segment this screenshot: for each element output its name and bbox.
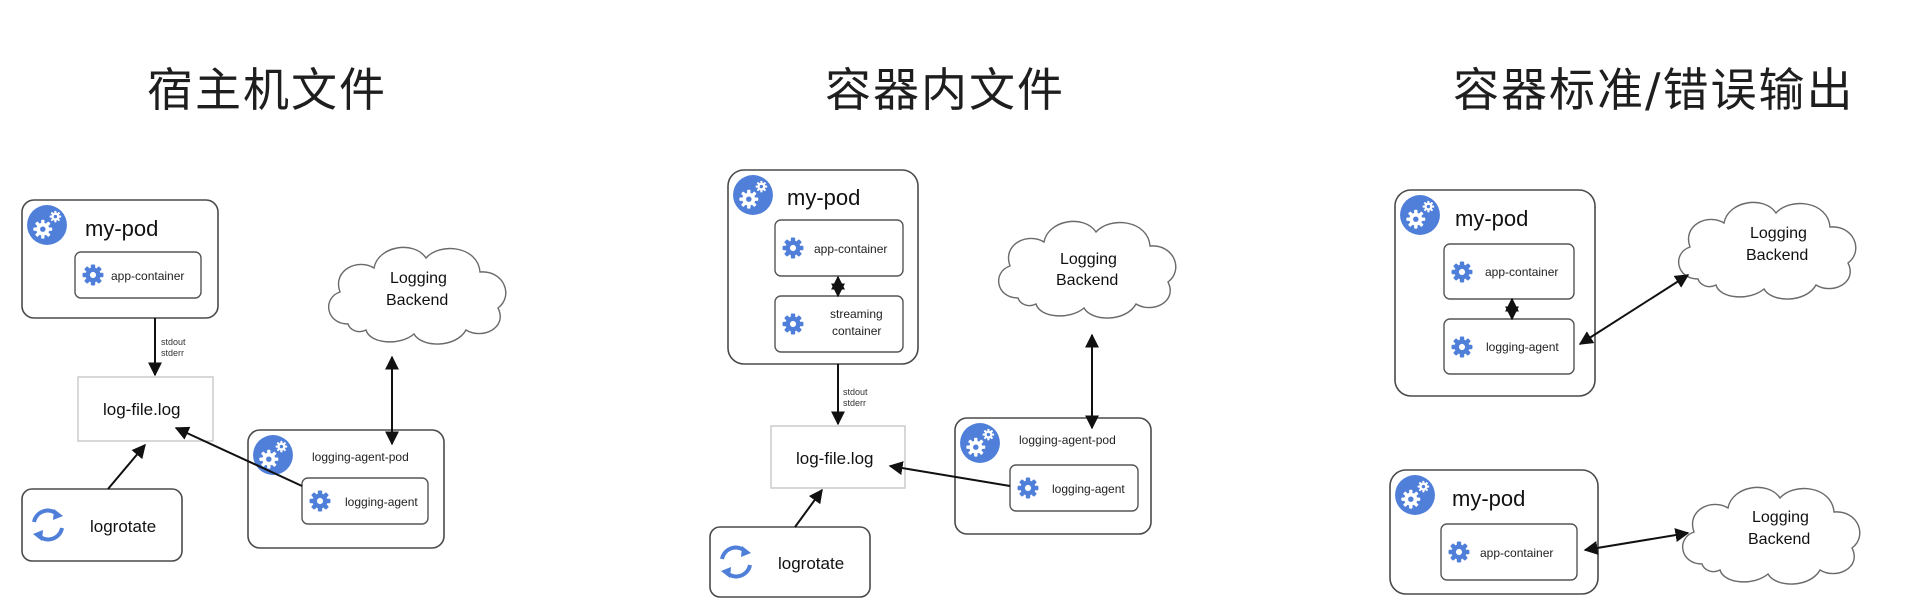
arrow-app-backend [1583, 528, 1690, 555]
logging-backend-line2: Backend [1056, 272, 1118, 289]
logging-backend-line1: Logging [1752, 509, 1809, 526]
logging-backend-line1: Logging [1060, 251, 1117, 268]
log-file-box [770, 425, 906, 489]
logging-backend-line1: Logging [1750, 225, 1807, 242]
logging-agent-label: logging-agent [1052, 482, 1125, 496]
streaming-label-line1: streaming [830, 307, 883, 321]
logging-agent-label: logging-agent [1486, 340, 1559, 354]
arrow-logrotate-to-logfile [107, 443, 146, 490]
logging-agent-pod-label: logging-agent-pod [1019, 433, 1116, 447]
gear-icon [782, 313, 804, 335]
logging-agent-pod-label: logging-agent-pod [312, 450, 409, 464]
app-container-label: app-container [1485, 265, 1558, 279]
my-pod-label: my-pod [85, 216, 158, 241]
log-file-box [77, 376, 214, 442]
title-container-stdio: 容器标准/错误输出 [1453, 63, 1855, 117]
cloud-shape [997, 220, 1177, 319]
title-container-file: 容器内文件 [825, 63, 1065, 117]
logging-agent-box [301, 477, 429, 525]
stderr-label: stderr [161, 348, 184, 358]
app-container-label: app-container [1480, 546, 1553, 560]
logrotate-label: logrotate [90, 517, 156, 536]
logrotate-label: logrotate [778, 554, 844, 573]
log-file-label: log-file.log [103, 400, 181, 419]
app-container-box [1440, 523, 1578, 581]
my-pod-label: my-pod [787, 185, 860, 210]
pod-gears-icon [27, 205, 67, 245]
app-container-label: app-container [111, 269, 184, 283]
logging-backend-line2: Backend [1746, 247, 1808, 264]
gear-icon [1017, 477, 1039, 499]
pod-gears-icon [253, 435, 293, 475]
streaming-label-line2: container [832, 324, 881, 338]
logging-backend-line2: Backend [1748, 531, 1810, 548]
title-host-file: 宿主机文件 [147, 63, 387, 117]
panel-container-stdio: my-pod app-container logging-agent Loggi… [1389, 189, 1861, 595]
gear-icon [309, 490, 331, 512]
panel-container-file: my-pod app-container streaming container… [709, 169, 1177, 598]
app-container-label: app-container [814, 242, 887, 256]
gear-icon [82, 264, 104, 286]
app-container-box [74, 251, 202, 299]
arrow-agent-to-logfile [888, 461, 1011, 487]
logging-agent-box [1009, 464, 1139, 512]
arrow-agent-backend [1578, 274, 1690, 345]
arrow-agent-to-logfile [174, 426, 303, 487]
gear-icon [1448, 541, 1470, 563]
stdout-label: stdout [161, 337, 186, 347]
stdout-label: stdout [843, 387, 868, 397]
arrow-logrotate-to-logfile [794, 488, 823, 528]
log-file-label: log-file.log [796, 449, 874, 468]
logrotate-box [709, 526, 871, 598]
gear-icon [1451, 336, 1473, 358]
pod-gears-icon [1395, 475, 1435, 515]
logging-backend-line1: Logging [390, 270, 447, 287]
pod-gears-icon [960, 423, 1000, 463]
panel-host-file: my-pod app-container stdout stderr log-f… [21, 199, 507, 562]
stderr-label: stderr [843, 398, 866, 408]
gear-icon [782, 237, 804, 259]
my-pod-label: my-pod [1452, 486, 1525, 511]
gear-icon [1451, 261, 1473, 283]
logging-agent-label: logging-agent [345, 495, 418, 509]
my-pod-label: my-pod [1455, 206, 1528, 231]
pod-gears-icon [1400, 195, 1440, 235]
logrotate-box [21, 488, 183, 562]
pod-gears-icon [733, 175, 773, 215]
logging-backend-line2: Backend [386, 292, 448, 309]
